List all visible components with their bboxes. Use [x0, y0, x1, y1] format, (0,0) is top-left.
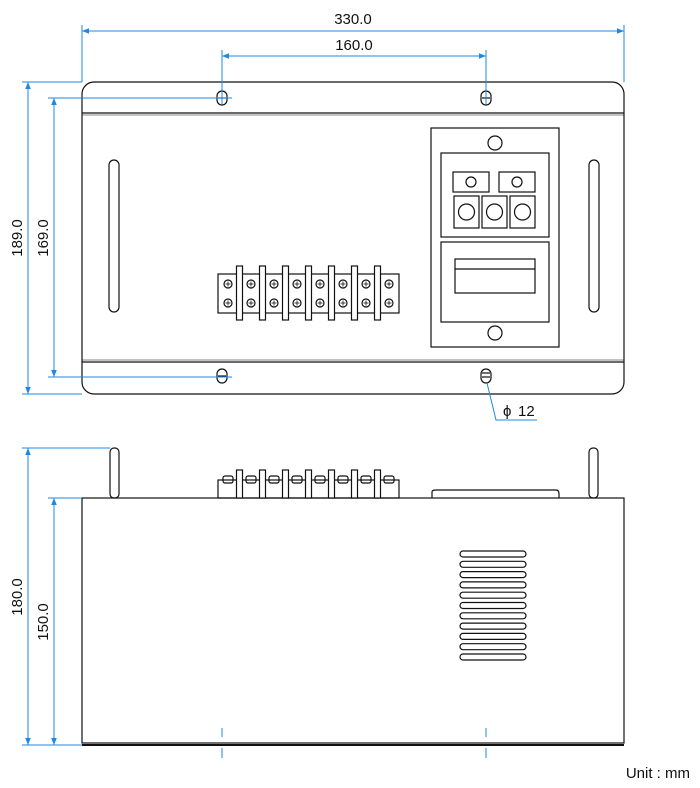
terminal-screw-head — [291, 475, 303, 484]
terminal-screw-head — [337, 475, 349, 484]
dim-top-height-inner: 169.0 — [35, 219, 52, 257]
vent-slot — [459, 560, 527, 568]
top-view-outline — [81, 81, 625, 395]
terminal-separator — [235, 469, 244, 499]
terminal-separator — [373, 265, 382, 321]
terminal-screw-pair — [361, 279, 371, 308]
terminal-separator — [373, 469, 382, 499]
handle-side-left — [109, 447, 120, 499]
vent-slot — [459, 550, 527, 558]
dim-side-height-outer: 180.0 — [9, 578, 26, 616]
display-window — [454, 258, 536, 294]
terminal-separator — [258, 469, 267, 499]
terminal-separator — [304, 469, 313, 499]
terminal-separator — [304, 265, 313, 321]
unit-label: Unit : mm — [626, 765, 690, 782]
switch-button — [481, 195, 508, 229]
dim-top-width: 330.0 — [334, 11, 372, 28]
terminal-separator — [327, 265, 336, 321]
terminal-block-side — [217, 469, 400, 499]
terminal-screw-head — [245, 475, 257, 484]
terminal-screw-head — [268, 475, 280, 484]
vent-slot — [459, 622, 527, 630]
mounting-hole — [216, 368, 228, 384]
terminal-screw-pair — [269, 279, 279, 308]
terminal-screw-pair — [338, 279, 348, 308]
control-panel — [430, 127, 560, 348]
side-view-body — [81, 497, 625, 744]
dim-hole-diameter: 12 — [518, 403, 535, 420]
handle-side-right — [588, 447, 599, 499]
side-view — [81, 447, 625, 746]
side-dimensions — [22, 447, 110, 746]
terminal-separator — [235, 265, 244, 321]
terminal-screw-pair — [384, 279, 394, 308]
terminal-separator — [350, 469, 359, 499]
vent-slot — [459, 570, 527, 579]
dim-hole-spacing: 160.0 — [335, 37, 373, 54]
vent-slot — [459, 581, 527, 589]
terminal-screw-pair — [292, 279, 302, 308]
terminal-screw-pair — [315, 279, 325, 308]
terminal-screw-pair — [246, 279, 256, 308]
switch-button — [509, 195, 536, 229]
dim-side-height-body: 150.0 — [35, 603, 52, 641]
terminal-block — [217, 265, 400, 321]
indicator-lamp — [452, 171, 490, 193]
terminal-separator — [258, 265, 267, 321]
hole-centerlines — [221, 728, 487, 758]
vent-slot — [459, 653, 527, 661]
dim-top-height-outer: 189.0 — [9, 219, 26, 257]
terminal-screw-head — [314, 475, 326, 484]
vent-slot — [459, 601, 527, 610]
panel-profile — [431, 489, 560, 498]
vent-slot — [459, 612, 527, 620]
handle-slot-right — [588, 159, 600, 313]
indicator-lamp — [498, 171, 536, 193]
vent-slot — [459, 632, 527, 641]
terminal-screw-head — [360, 475, 372, 484]
terminal-screw-head — [222, 475, 234, 484]
vent-slot — [459, 591, 527, 599]
dim-diameter-symbol: ϕ — [503, 403, 511, 420]
terminal-separator — [281, 265, 290, 321]
handle-slot-left — [108, 159, 120, 313]
top-dimensions — [22, 25, 625, 421]
vent-louvers — [459, 550, 527, 661]
terminal-separator — [281, 469, 290, 499]
switch-button — [453, 195, 480, 229]
terminal-separator — [327, 469, 336, 499]
top-view — [81, 81, 625, 395]
terminal-screw-head — [383, 475, 395, 484]
vent-slot — [459, 643, 527, 651]
terminal-separator — [350, 265, 359, 321]
diameter-leader — [486, 382, 537, 421]
terminal-screw-pair — [223, 279, 233, 308]
mounting-hole — [480, 368, 492, 384]
